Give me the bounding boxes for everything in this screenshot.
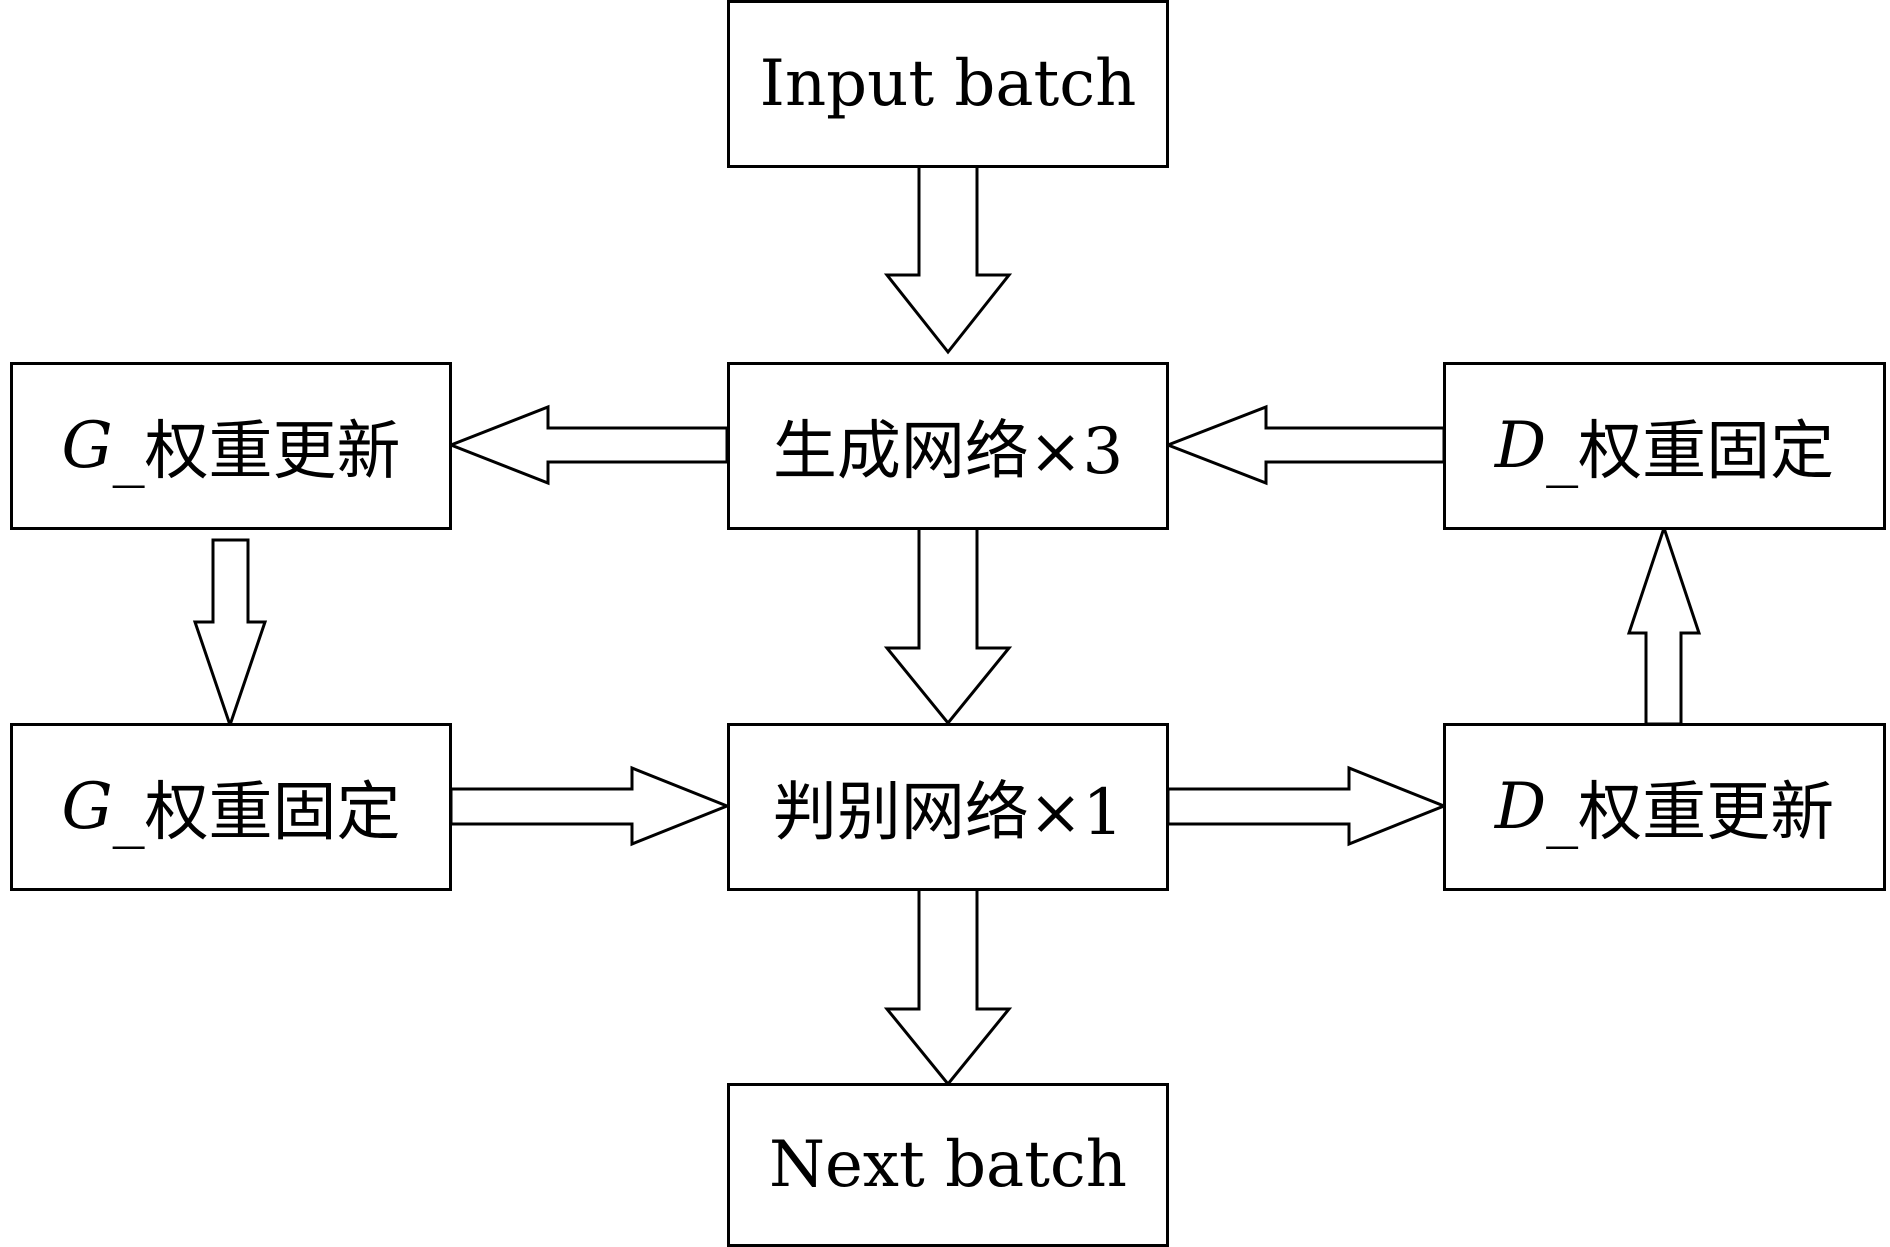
g-update-variable: G [61, 409, 113, 483]
d-fixed-node: D_权重固定 [1443, 362, 1886, 530]
generator-node: 生成网络×3 [727, 362, 1169, 530]
arrow-generator-to-discriminator [883, 526, 1013, 726]
d-update-label: _权重更新 [1546, 776, 1835, 850]
d-update-node: D_权重更新 [1443, 723, 1886, 891]
arrow-d-update-to-d-fixed [1626, 523, 1702, 726]
arrow-generator-to-g-update [446, 404, 729, 486]
d-fixed-label: _权重固定 [1546, 415, 1835, 489]
g-update-node: G_权重更新 [10, 362, 452, 530]
d-fixed-variable: D [1494, 409, 1547, 483]
input-batch-label: Input batch [759, 47, 1137, 121]
arrow-input-to-generator [883, 164, 1013, 355]
arrow-g-update-to-g-fixed [192, 538, 268, 730]
discriminator-node: 判别网络×1 [727, 723, 1169, 891]
g-update-label: _权重更新 [112, 415, 401, 489]
g-fixed-label: _权重固定 [112, 776, 401, 850]
arrow-discriminator-to-next-batch [883, 887, 1013, 1087]
generator-label: 生成网络×3 [772, 415, 1124, 489]
arrow-discriminator-to-d-update [1166, 765, 1449, 847]
next-batch-node: Next batch [727, 1083, 1169, 1247]
next-batch-label: Next batch [769, 1128, 1127, 1202]
g-fixed-node: G_权重固定 [10, 723, 452, 891]
arrow-d-fixed-to-generator [1163, 404, 1446, 486]
input-batch-node: Input batch [727, 0, 1169, 168]
discriminator-label: 判别网络×1 [772, 776, 1124, 850]
arrow-g-fixed-to-discriminator [449, 765, 732, 847]
d-update-variable: D [1494, 770, 1547, 844]
g-fixed-variable: G [61, 770, 113, 844]
